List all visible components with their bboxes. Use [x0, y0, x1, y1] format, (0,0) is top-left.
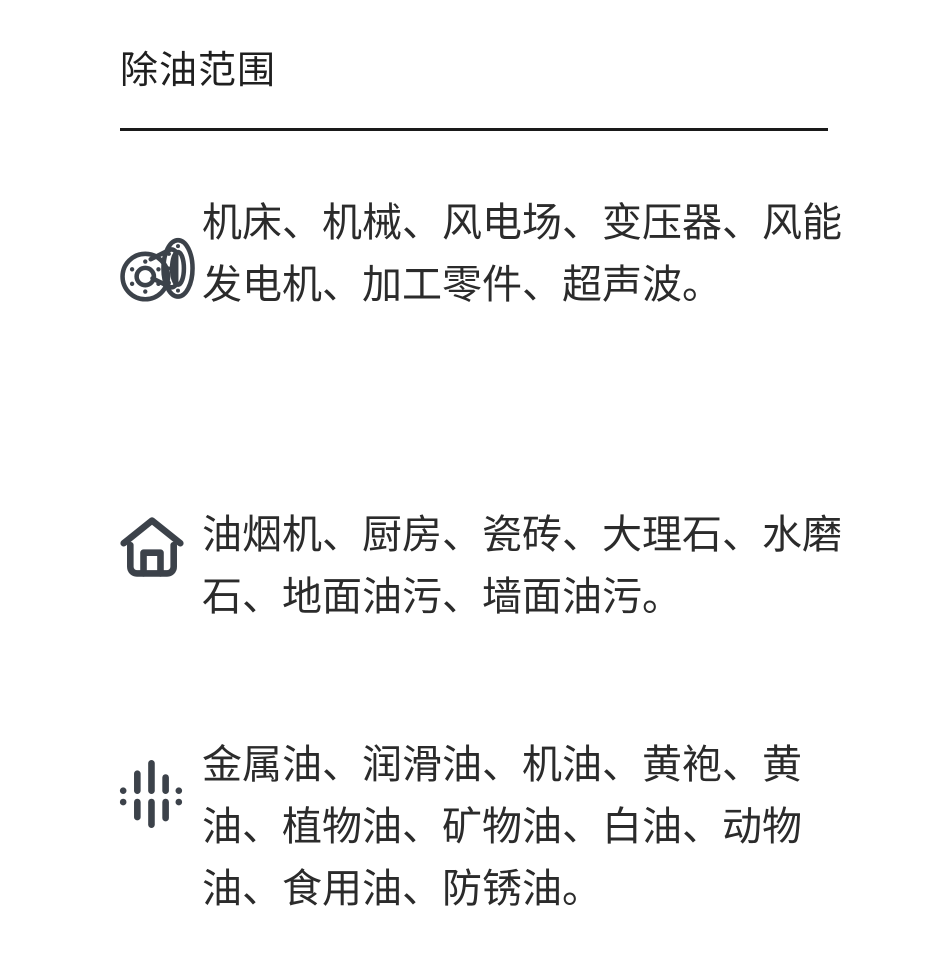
home-icon [118, 476, 202, 577]
section-home-text: 油烟机、厨房、瓷砖、大理石、水磨石、地面油污、墙面油污。 [202, 513, 842, 619]
machine-flange-icon [118, 176, 202, 302]
waveform-icon [118, 712, 202, 828]
page-title: 除油范围 [120, 50, 277, 92]
section-oils-text: 金属油、润滑油、机油、黄袍、黄油、植物油、矿物油、白油、动物油、食用油、防锈油。 [202, 743, 802, 911]
section-machinery: 机床、机械、风电场、变压器、风能发电机、加工零件、超声波。 [0, 176, 944, 476]
title-divider [120, 128, 828, 131]
section-machinery-text: 机床、机械、风电场、变压器、风能发电机、加工零件、超声波。 [202, 201, 842, 307]
section-oils: 金属油、润滑油、机油、黄袍、黄油、植物油、矿物油、白油、动物油、食用油、防锈油。 [0, 712, 944, 972]
section-list: 机床、机械、风电场、变压器、风能发电机、加工零件、超声波。 油烟机、厨房、瓷砖、… [0, 176, 944, 972]
section-home: 油烟机、厨房、瓷砖、大理石、水磨石、地面油污、墙面油污。 [0, 476, 944, 712]
page-header: 除油范围 [120, 48, 828, 94]
